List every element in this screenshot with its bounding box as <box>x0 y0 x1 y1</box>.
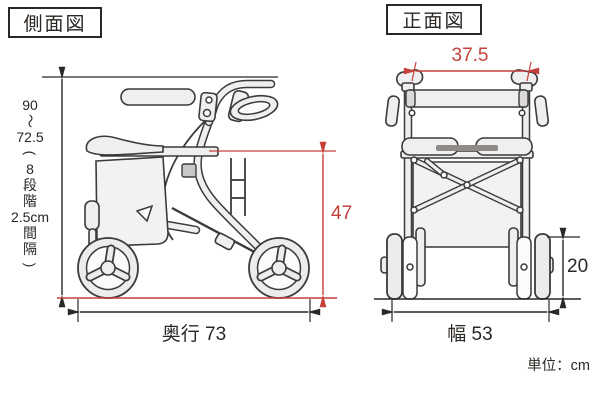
side-height-range-label: 90 〜 72.5 ( 8 段 階 2.5cm 間 隔 ) <box>10 97 50 268</box>
front-view-title-text: 正面図 <box>402 11 466 32</box>
side-dimension-lines <box>42 66 337 322</box>
front-leg <box>84 200 100 231</box>
side-view-title-text: 側面図 <box>23 14 87 35</box>
wheel-height-value: 20 <box>567 256 589 277</box>
rear-wheel <box>248 237 310 299</box>
stabilizer-rod <box>171 206 263 258</box>
front-wheel <box>77 237 139 299</box>
front-view-title: 正面図 <box>386 4 482 35</box>
front-dimension-lines <box>374 61 581 322</box>
handle-crossbar <box>405 89 529 108</box>
frame-clamp <box>181 163 197 178</box>
unit-label: 単位：cm <box>527 358 590 374</box>
width-value: 幅 53 <box>447 324 493 345</box>
front-view-wheels-right <box>516 233 554 300</box>
brake-lever-left <box>384 95 401 127</box>
front-view-wheels-left <box>380 233 418 300</box>
side-view-title: 側面図 <box>8 7 102 38</box>
storage-bag <box>95 156 169 247</box>
depth-value: 奥行 73 <box>161 324 227 345</box>
bag-fold-mark <box>135 204 154 223</box>
seat-height-value: 47 <box>331 203 353 224</box>
side-view-drawing <box>77 79 310 299</box>
brake-lever-right <box>533 95 550 127</box>
rod-adjuster <box>214 232 236 251</box>
handle-grip <box>120 88 196 106</box>
seat-seam <box>436 145 498 151</box>
handle-width-value: 37.5 <box>451 45 489 66</box>
front-view-drawing <box>380 69 554 300</box>
seat-cushion <box>85 135 164 156</box>
